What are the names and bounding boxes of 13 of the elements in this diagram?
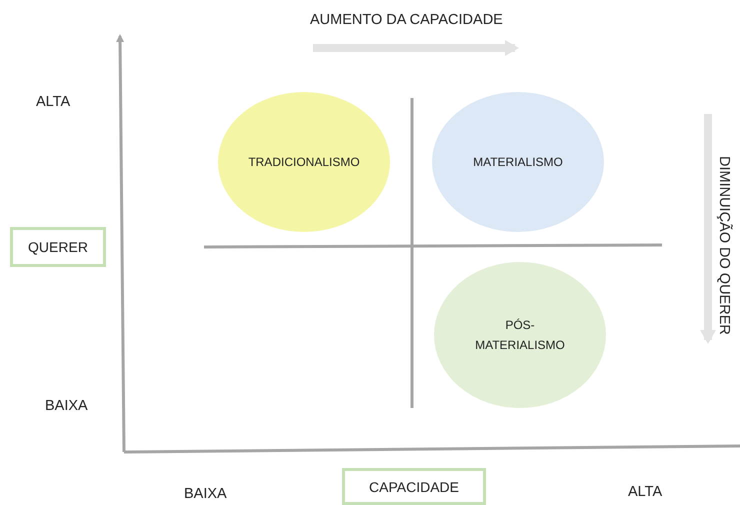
node-text: QUERER xyxy=(28,239,88,255)
node-text: CAPACIDADE xyxy=(369,478,459,494)
axis-value-label: BAIXA xyxy=(184,486,227,502)
node-text: TRADICIONALISMO xyxy=(248,155,360,169)
axis-title-box xyxy=(10,227,106,267)
axis-direction-label: AUMENTO DA CAPACIDADE xyxy=(310,12,503,28)
node-text: PÓS-MATERIALISMO xyxy=(474,317,566,354)
axis-value-label: ALTA xyxy=(628,484,662,500)
axis-value-label: ALTA xyxy=(36,94,70,110)
axis-value-label: BAIXA xyxy=(45,398,88,414)
node-text: MATERIALISMO xyxy=(473,155,563,169)
axis-title-box xyxy=(342,468,486,505)
axis-direction-label: DIMINUIÇÃO DO QUERER xyxy=(716,156,732,334)
